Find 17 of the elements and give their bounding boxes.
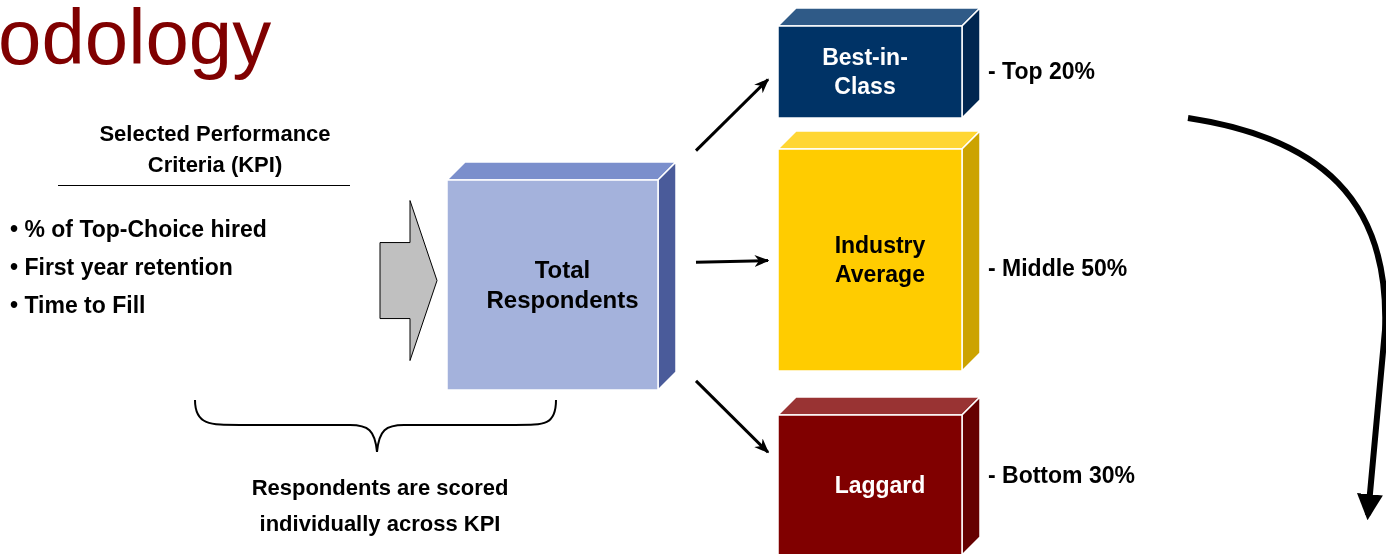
block-label: Industry Average	[833, 231, 927, 289]
arrow	[694, 379, 770, 454]
criteria-heading: Selected Performance Criteria (KPI)	[98, 120, 332, 179]
block-arrow	[379, 200, 438, 362]
bullet-item: • % of Top-Choice hired	[10, 215, 267, 244]
block-label: Best-in-Class	[821, 43, 909, 101]
title: odology	[0, 0, 272, 83]
percentage-label: - Middle 50%	[988, 255, 1128, 282]
percentage-label: - Bottom 30%	[988, 462, 1135, 489]
caption-note: Respondents are scored individually across KPI	[250, 474, 510, 538]
block-label: Total Respondents	[485, 255, 640, 315]
arrow	[694, 78, 770, 152]
bullet-item: • First year retention	[10, 253, 234, 282]
block-label: Laggard	[834, 470, 926, 500]
percentage-label: - Top 20%	[988, 58, 1095, 85]
arrow	[695, 254, 770, 267]
bullet-item: • Time to Fill	[10, 291, 147, 320]
